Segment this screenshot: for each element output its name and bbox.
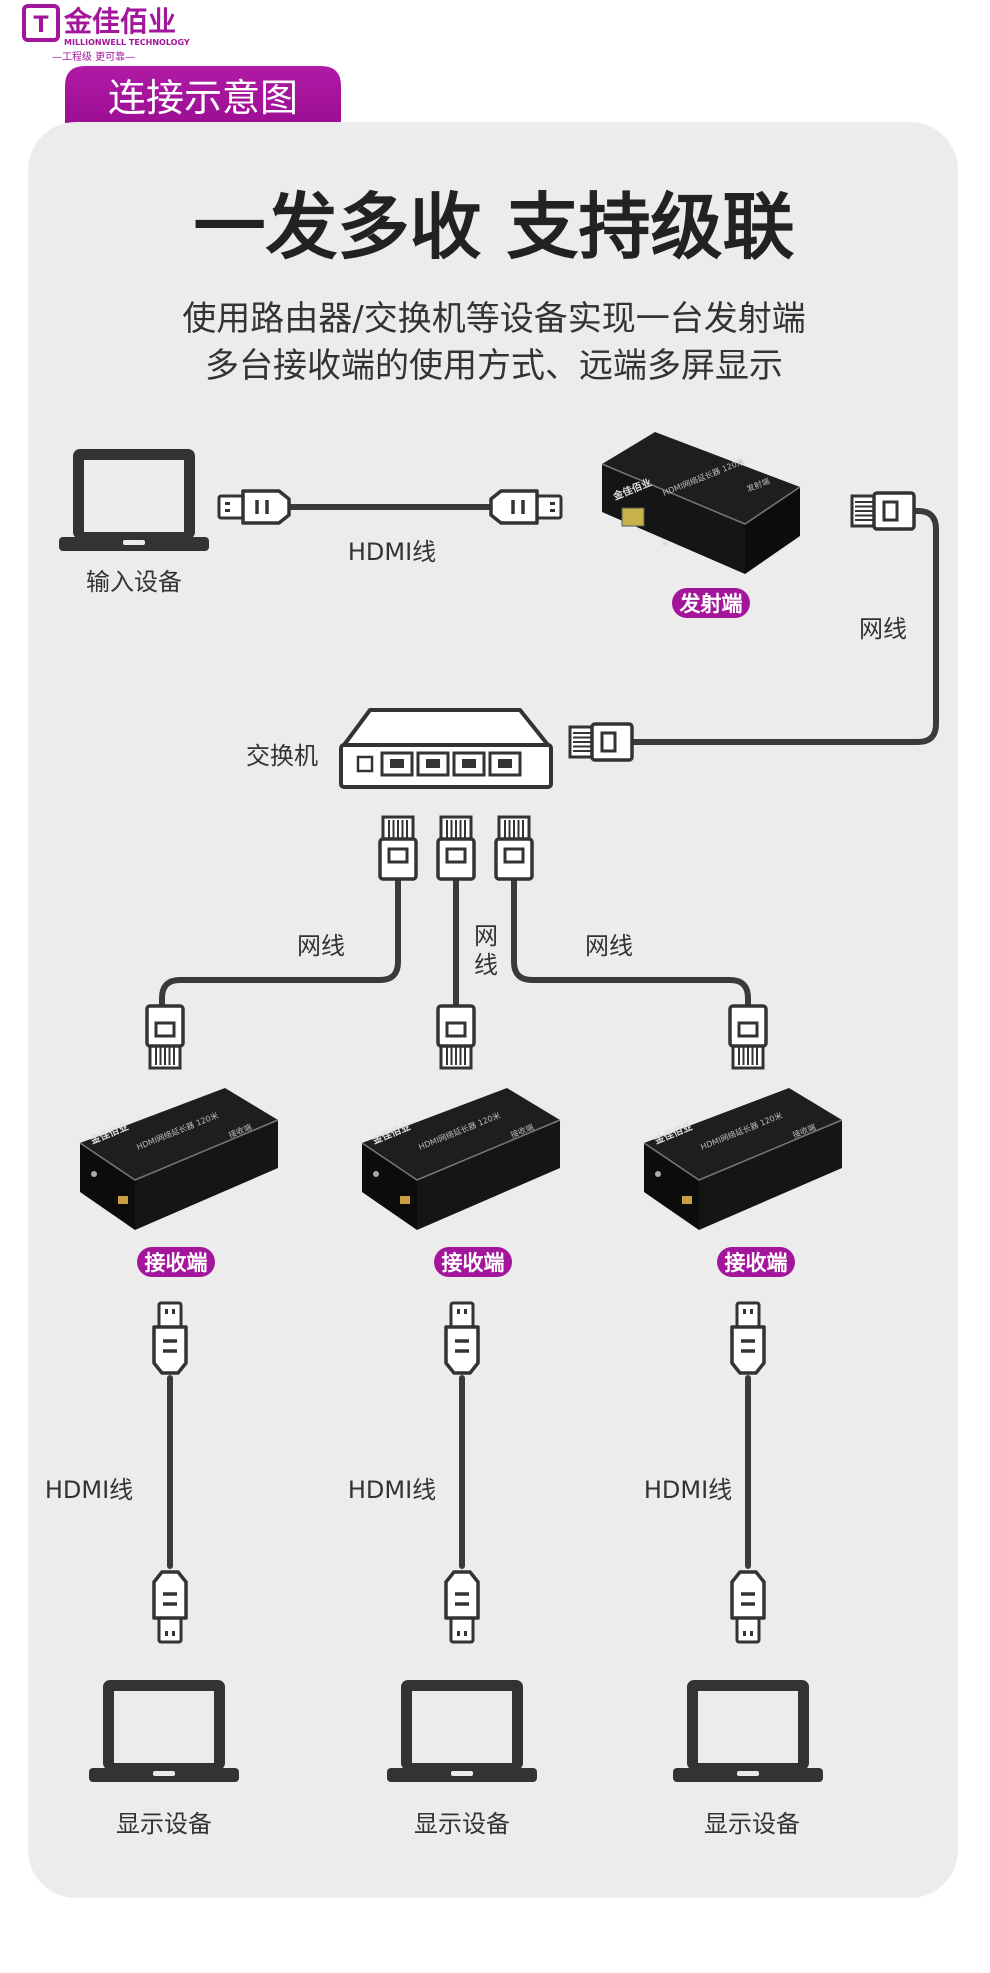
receiver-badge: 接收端 <box>717 1247 795 1277</box>
rj45-connector-icon <box>728 1004 768 1070</box>
receiver-badge: 接收端 <box>434 1247 512 1277</box>
switch-label: 交换机 <box>246 742 318 770</box>
rj45-connector-icon <box>436 815 476 881</box>
page-title: 一发多收 支持级联 <box>193 185 794 269</box>
svg-text:接收端: 接收端 <box>725 1251 788 1275</box>
svg-text:接收端: 接收端 <box>442 1251 505 1275</box>
hdmi-connector-icon <box>152 1301 188 1375</box>
rj45-connector-icon <box>145 1004 185 1070</box>
brand-logo: T 金佳佰业 MILLIONWELL TECHNOLOGY —工程级 更可靠— <box>22 4 190 63</box>
receiver-badge: 接收端 <box>137 1247 215 1277</box>
input-laptop-icon <box>59 449 209 551</box>
display-device-label: 显示设备 <box>116 1810 212 1838</box>
input-device-label: 输入设备 <box>86 568 182 596</box>
network-cable-label-vertical-1: 网 <box>474 922 498 950</box>
display-laptop-icon <box>89 1680 239 1782</box>
network-cable-label-vertical-2: 线 <box>474 951 498 979</box>
rj45-connector-icon <box>494 815 534 881</box>
hdmi-cable-label: HDMI线 <box>644 1476 732 1504</box>
subtitle-line-2: 多台接收端的使用方式、远端多屏显示 <box>205 346 783 386</box>
display-device-label: 显示设备 <box>414 1810 510 1838</box>
cables <box>159 504 939 1569</box>
network-cable-label: 网线 <box>859 615 907 643</box>
hdmi-connector-icon <box>730 1301 766 1375</box>
diagram-card <box>28 122 958 1898</box>
brand-english: MILLIONWELL TECHNOLOGY <box>64 38 190 47</box>
svg-text:接收端: 接收端 <box>145 1251 208 1275</box>
hdmi-connector-icon <box>489 489 563 525</box>
rj45-connector-icon <box>378 815 418 881</box>
switch-icon <box>339 708 553 789</box>
hdmi-connector-icon <box>217 489 291 525</box>
section-tab: 连接示意图 <box>65 66 341 123</box>
display-laptop-icon <box>673 1680 823 1782</box>
hdmi-connector-icon <box>730 1570 766 1644</box>
transmitter-label: 发射端 <box>679 592 743 616</box>
rj45-connector-icon <box>568 722 634 762</box>
brand-slogan: —工程级 更可靠— <box>52 50 135 63</box>
brand-name: 金佳佰业 <box>63 5 176 38</box>
display-device-label: 显示设备 <box>704 1810 800 1838</box>
hdmi-connector-icon <box>444 1570 480 1644</box>
transmitter-badge <box>672 588 750 618</box>
hdmi-connector-icon <box>152 1570 188 1644</box>
display-laptop-icon <box>387 1680 537 1782</box>
svg-text:连接示意图: 连接示意图 <box>108 76 298 120</box>
rj45-connector-icon <box>850 491 916 531</box>
hdmi-cable-label: HDMI线 <box>348 1476 436 1504</box>
hdmi-cable-label: HDMI线 <box>45 1476 133 1504</box>
subtitle-line-1: 使用路由器/交换机等设备实现一台发射端 <box>182 299 805 339</box>
network-cable-label: 网线 <box>297 932 345 960</box>
rj45-connector-icon <box>436 1004 476 1070</box>
network-cable-label: 网线 <box>585 932 633 960</box>
hdmi-cable-label: HDMI线 <box>348 538 436 566</box>
hdmi-connector-icon <box>444 1301 480 1375</box>
svg-text:T: T <box>33 13 48 38</box>
transmitter-device: 金佳佰业 HDMI网络延长器 120米 发射端 <box>601 431 801 575</box>
